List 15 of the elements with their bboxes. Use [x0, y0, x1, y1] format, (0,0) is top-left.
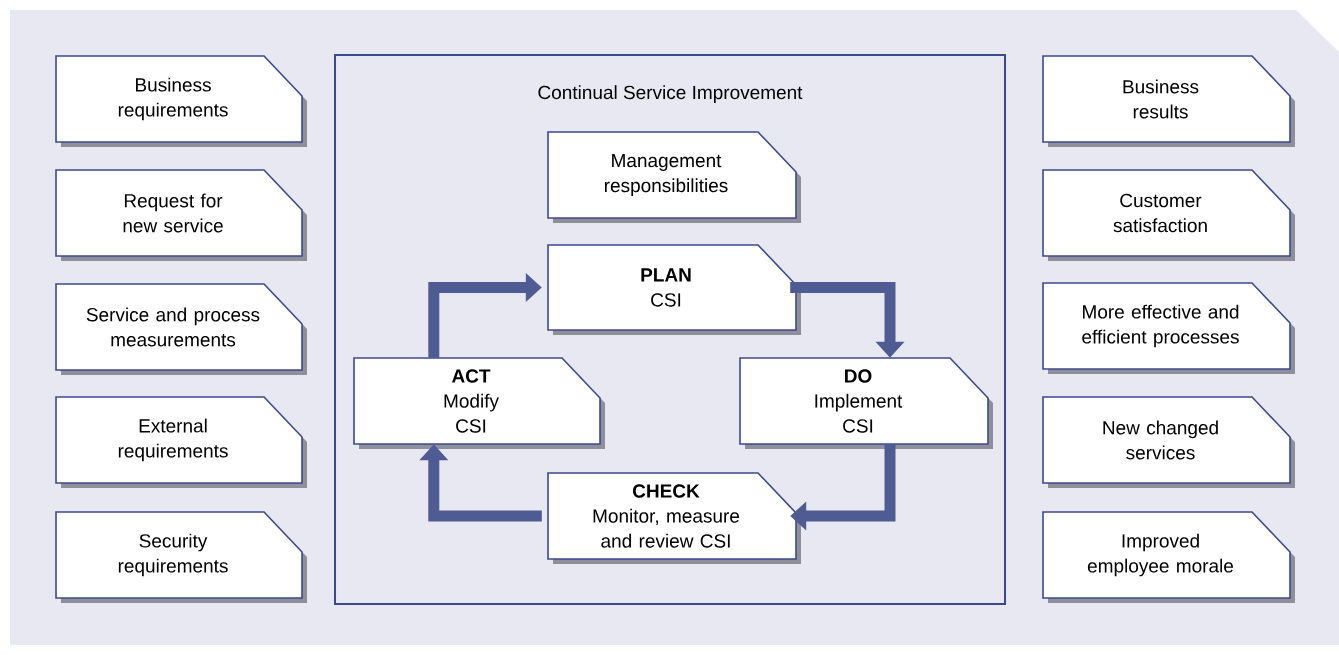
note-box: New changed services [1042, 396, 1295, 488]
note-box: External requirements [55, 396, 307, 488]
note-box: DO Implement CSI [739, 357, 993, 449]
note-box: Security requirements [55, 511, 307, 603]
note-box: Business requirements [55, 55, 307, 147]
note-box: More effective and efficient processes [1042, 282, 1295, 374]
note-box: Service and process measurements [55, 283, 307, 375]
note-box: ACT Modify CSI [353, 357, 605, 449]
note-box: CHECK Monitor, measure and review CSI [547, 472, 801, 564]
note-box: Business results [1042, 55, 1295, 147]
note-box: Request for new service [55, 169, 307, 261]
note-box: Management responsibilities [547, 131, 801, 223]
note-box: Improved employee morale [1042, 511, 1295, 603]
note-box: Customer satisfaction [1042, 169, 1295, 261]
note-box: PLAN CSI [547, 244, 801, 335]
